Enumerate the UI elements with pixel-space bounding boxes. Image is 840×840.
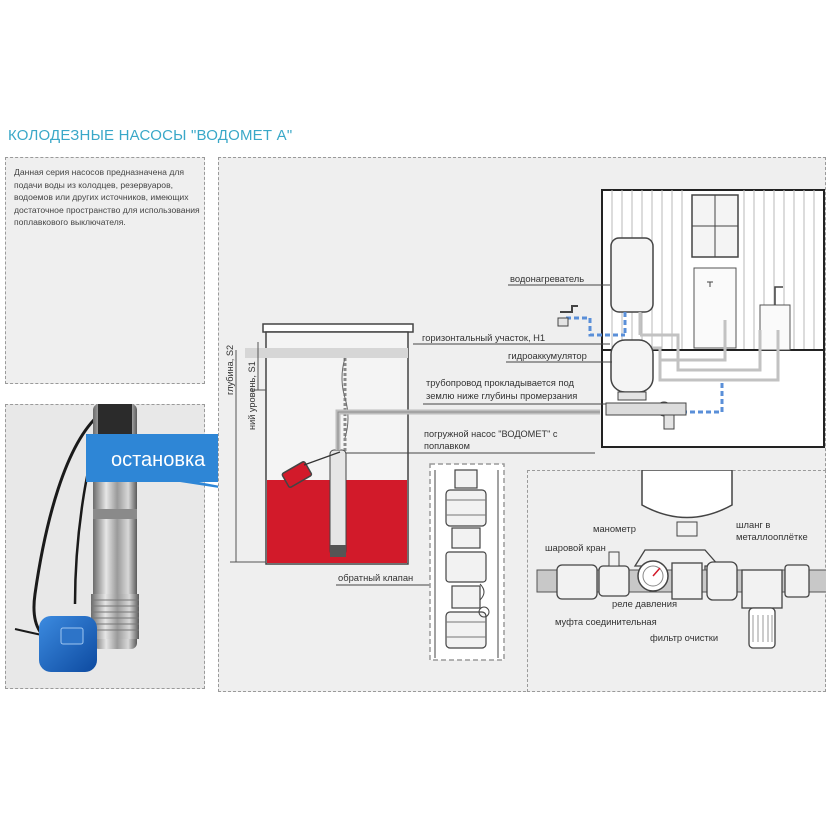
label-hose-2: металлооплётке bbox=[736, 531, 808, 542]
well-pump bbox=[329, 449, 347, 556]
accumulator bbox=[610, 339, 654, 393]
label-water-heater: водонагреватель bbox=[510, 273, 584, 284]
ball-valve bbox=[556, 564, 598, 600]
description-text: Данная серия насосов предназначена для п… bbox=[14, 167, 200, 228]
label-pipeline-1: трубопровод прокладывается под bbox=[426, 377, 574, 388]
label-accumulator: гидроаккумулятор bbox=[508, 350, 587, 361]
callout-label: остановка bbox=[111, 449, 206, 471]
connection-detail: манометр шаровой кран шланг в металлоопл… bbox=[536, 470, 826, 649]
label-manometer: манометр bbox=[593, 523, 636, 534]
label-pump-2: поплавком bbox=[424, 441, 470, 451]
pump-photo bbox=[14, 404, 139, 672]
label-depth-s2: глубина, S2 bbox=[225, 345, 235, 395]
filter bbox=[741, 569, 783, 609]
label-horizontal-section: горизонтальный участок, H1 bbox=[422, 332, 545, 343]
float-switch bbox=[281, 461, 313, 488]
label-pressure-relay: реле давления bbox=[612, 598, 677, 609]
label-check-valve: обратный клапан bbox=[338, 572, 413, 583]
label-pipeline-2: землю ниже глубины промерзания bbox=[426, 390, 577, 401]
description-panel bbox=[5, 157, 205, 384]
water-heater bbox=[610, 237, 654, 313]
label-coupling: муфта соединительная bbox=[555, 616, 657, 627]
label-pump-1: погружной насос "ВОДОМЕТ" с bbox=[424, 429, 558, 439]
label-filter: фильтр очистки bbox=[650, 632, 718, 643]
page-title: КОЛОДЕЗНЫЕ НАСОСЫ "ВОДОМЕТ А" bbox=[8, 127, 293, 144]
label-dynamic-level-s1: ний уровень, S1 bbox=[247, 361, 257, 430]
label-ball-valve: шаровой кран bbox=[545, 542, 606, 553]
label-hose-1: шланг в bbox=[736, 519, 770, 530]
